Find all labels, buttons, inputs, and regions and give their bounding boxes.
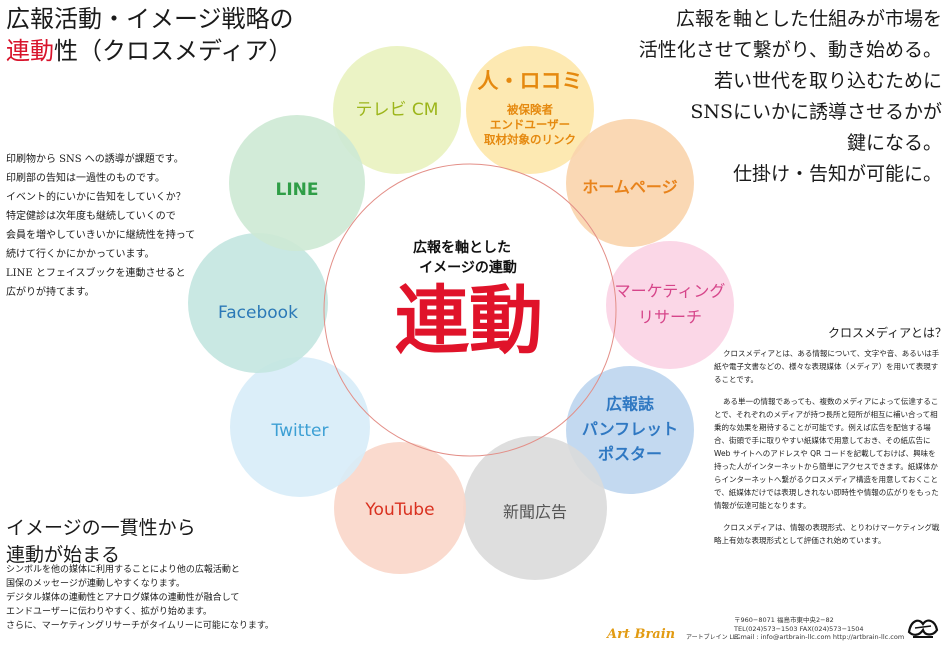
bottom-heading-line: 連動が始まる bbox=[6, 544, 121, 566]
intro-line: 仕掛け・告知が可能に。 bbox=[732, 163, 942, 185]
crossmedia-paragraph: ある単一の情報であっても、複数のメディアによって伝達することで、それぞれのメディ… bbox=[714, 397, 939, 510]
media-circle-marketing bbox=[606, 241, 734, 369]
bottom-heading: イメージの一貫性から 連動が始まる bbox=[6, 515, 196, 569]
footer-contact-line: TEL(024)573−1503 FAX(024)573−1504 bbox=[734, 624, 864, 633]
artbrain-logo-sub: アートブレイン LLC bbox=[686, 634, 741, 641]
media-label-homepage: ホームページ bbox=[582, 178, 677, 197]
media-label-line: LINE bbox=[276, 180, 319, 200]
center-subtitle-line1: 広報を軸とした bbox=[413, 239, 511, 256]
page-title-line2: 連動性（クロスメディア） bbox=[6, 36, 292, 66]
intro-line: SNSにいかに誘導させるかが bbox=[690, 101, 942, 123]
intro-line: 活性化させて繋がり、動き始める。 bbox=[638, 39, 942, 61]
left-paragraph-line: 会員を増やしていきいかに継続性を持って bbox=[6, 230, 196, 241]
media-circle-newspaper bbox=[463, 436, 607, 580]
media-label-word: 人・ロコミ bbox=[478, 69, 583, 93]
artbrain-logo: Art Brain bbox=[607, 627, 676, 642]
intro-line: 若い世代を取り込むために bbox=[713, 70, 942, 92]
left-paragraph-line: イベント的にいかに告知をしていくか？ bbox=[6, 192, 186, 203]
bottom-paragraph-line: デジタル媒体の連動性とアナログ媒体の連動性が融合して bbox=[6, 593, 240, 603]
media-label-facebook: Facebook bbox=[218, 303, 298, 323]
media-sublabel-word: 取材対象のリンク bbox=[484, 133, 576, 147]
intro-line: 広報を軸とした仕組みが市場を bbox=[675, 8, 942, 30]
media-label-twitter: Twitter bbox=[271, 421, 329, 441]
intro-right: 広報を軸とした仕組みが市場を 活性化させて繋がり、動き始める。 若い世代を取り込… bbox=[612, 4, 942, 190]
brush-mark-icon bbox=[907, 619, 939, 638]
media-circle-twitter bbox=[230, 357, 370, 497]
crossmedia-body: クロスメディアとは、ある情報について、文字や音、あるいは手紙や電子文書などの、様… bbox=[714, 347, 942, 556]
left-paragraph-line: 特定健診は次年度も継続していくので bbox=[6, 211, 176, 222]
media-labels: テレビ CM 人・ロコミ被保険者エンドユーザー取材対象のリンクホームページマーケテ… bbox=[218, 69, 725, 522]
bottom-paragraph-line: さらに、マーケティングリサーチがタイムリーに可能になります。 bbox=[6, 621, 274, 631]
media-label-print: 広報誌 bbox=[606, 395, 654, 414]
center-subtitle-line2: イメージの連動 bbox=[419, 259, 517, 276]
bottom-paragraph-line: エンドユーザーに伝わりやすく、拡がり始めます。 bbox=[6, 607, 212, 617]
left-paragraph-line: 印刷部の告知は一過性のものです。 bbox=[6, 173, 165, 184]
left-paragraph-line: LINE とフェイスブックを連動させると bbox=[6, 268, 186, 279]
media-sublabel-word: 被保険者 bbox=[507, 103, 553, 117]
bottom-paragraph-line: 国保のメッセージが連動しやすくなります。 bbox=[6, 579, 185, 589]
center-ring bbox=[323, 163, 617, 457]
footer-contact: 〒960−8071 福島市東中央2−82 TEL(024)573−1503 FA… bbox=[734, 616, 904, 642]
crossmedia-title: クロスメディアとは？ bbox=[828, 326, 947, 340]
footer-contact-line: E-mail : info@artbrain-llc.com http://ar… bbox=[734, 633, 905, 641]
media-label-print: パンフレット bbox=[582, 420, 678, 439]
media-circle-youtube bbox=[334, 442, 466, 574]
media-sublabel-word: エンドユーザー bbox=[490, 118, 570, 132]
left-paragraph-line: 広がりが持てます。 bbox=[6, 287, 95, 298]
center-main-text: 連動 bbox=[395, 278, 543, 364]
left-paragraph-line: 続けて行くかにかかっています。 bbox=[6, 249, 155, 260]
bottom-paragraph-line: シンボルを他の媒体に利用することにより他の広報活動と bbox=[6, 565, 240, 575]
media-circle-homepage bbox=[566, 119, 694, 247]
bottom-heading-line: イメージの一貫性から bbox=[6, 517, 196, 539]
bottom-paragraph: シンボルを他の媒体に利用することにより他の広報活動と 国保のメッセージが連動しや… bbox=[6, 563, 276, 633]
media-circle-line bbox=[229, 115, 365, 251]
intro-line: 鍵になる。 bbox=[846, 132, 942, 154]
media-label-marketing: マーケティング bbox=[615, 282, 726, 301]
footer-contact-line: 〒960−8071 福島市東中央2−82 bbox=[734, 616, 834, 624]
media-circle-print bbox=[566, 366, 694, 494]
media-circle-word bbox=[466, 46, 594, 174]
media-label-marketing: リサーチ bbox=[638, 308, 702, 327]
page-title-line1: 広報活動・イメージ戦略の bbox=[6, 5, 294, 33]
media-circle-tv bbox=[333, 46, 461, 174]
crossmedia-paragraph: クロスメディアは、情報の表現形式、とりわけマーケティング戦略上有効な表現形式とし… bbox=[714, 523, 940, 545]
page-title-rest: 性（クロスメディア） bbox=[54, 37, 293, 65]
media-circles bbox=[188, 46, 734, 580]
media-label-tv: テレビ CM bbox=[356, 100, 439, 120]
crossmedia-paragraph: クロスメディアとは、ある情報について、文字や音、あるいは手紙や電子文書などの、様… bbox=[714, 349, 940, 384]
media-label-print: ポスター bbox=[598, 445, 662, 464]
media-label-newspaper: 新聞広告 bbox=[503, 503, 567, 522]
media-circle-facebook bbox=[188, 233, 328, 373]
left-paragraph: 印刷物から SNS への誘導が課題です。 印刷部の告知は一過性のものです。 イベ… bbox=[6, 150, 216, 302]
media-label-youtube: YouTube bbox=[364, 500, 434, 520]
page-title-accent: 連動 bbox=[6, 37, 54, 65]
left-paragraph-line: 印刷物から SNS への誘導が課題です。 bbox=[6, 154, 184, 165]
